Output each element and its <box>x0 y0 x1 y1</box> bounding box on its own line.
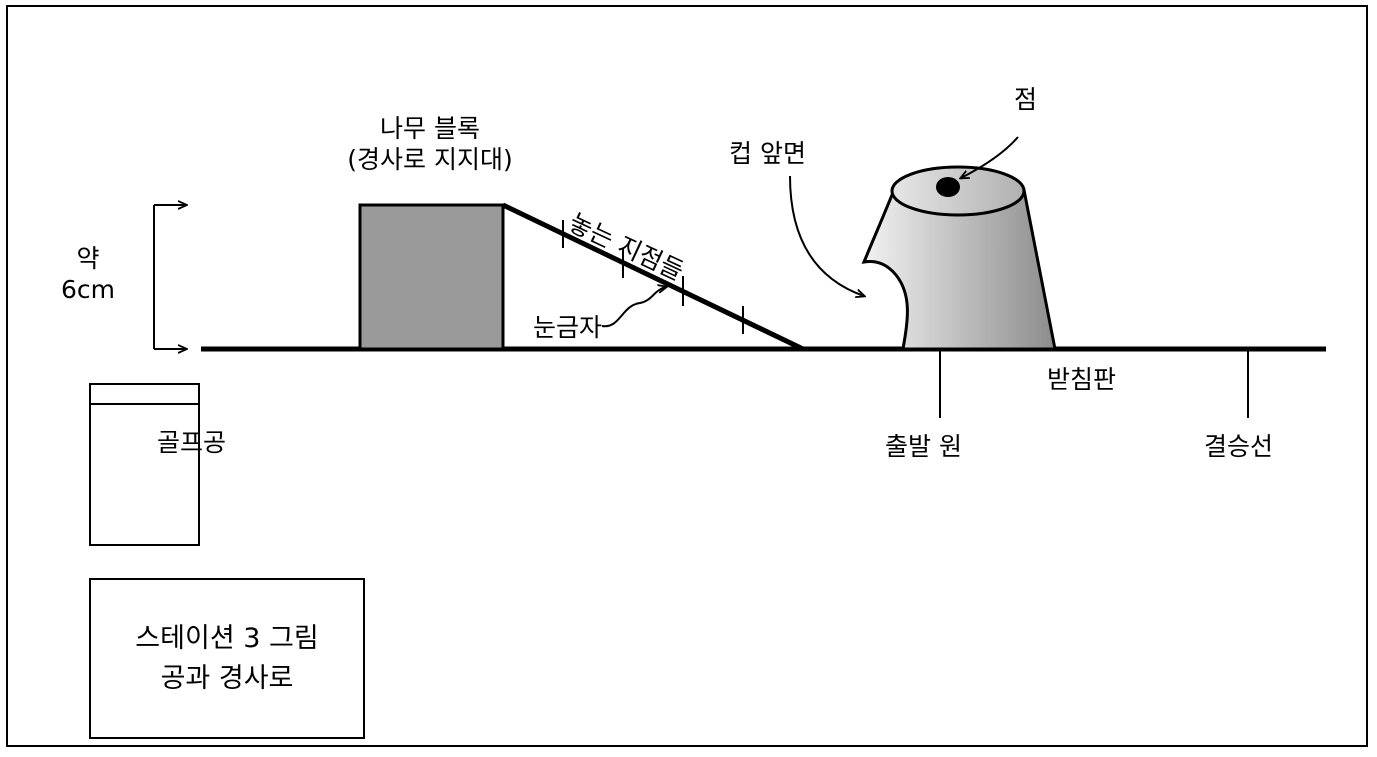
golf-ball-panel <box>89 383 200 546</box>
wood-block <box>358 203 505 351</box>
wood-block-label: 나무 블록 (경사로 지지대) <box>300 113 560 176</box>
wood-block-label-line2: (경사로 지지대) <box>347 145 513 175</box>
tick-marks-label: 눈금자 <box>533 313 603 342</box>
wood-block-label-line1: 나무 블록 <box>380 114 480 143</box>
cup <box>861 165 1057 351</box>
finish-line-label: 결승선 <box>1204 432 1274 461</box>
start-circle-label: 출발 원 <box>885 432 962 461</box>
golf-ball-label: 골프공 <box>157 428 227 457</box>
height-label-line1: 약 <box>76 244 100 273</box>
cup-front-pointer <box>789 175 864 296</box>
base-label: 받침판 <box>1047 365 1117 394</box>
cup-dot <box>936 177 960 197</box>
height-label: 약 6cm <box>50 243 126 306</box>
panel-stripe <box>91 403 198 405</box>
ramp-tick-marks <box>562 220 744 334</box>
height-bracket <box>153 205 186 349</box>
ramp <box>501 202 805 352</box>
tick-marks-pointer <box>601 287 666 328</box>
caption-line1: 스테이션 3 그림 <box>135 623 319 655</box>
station-caption: 스테이션 3 그림 공과 경사로 <box>89 578 365 739</box>
cup-body <box>861 188 1057 351</box>
height-label-line2: 6cm <box>60 275 115 305</box>
cup-front-label: 컵 앞면 <box>729 139 806 168</box>
dot-label: 점 <box>1014 85 1038 114</box>
caption-line2: 공과 경사로 <box>160 662 294 694</box>
dot-pointer <box>961 136 1019 178</box>
